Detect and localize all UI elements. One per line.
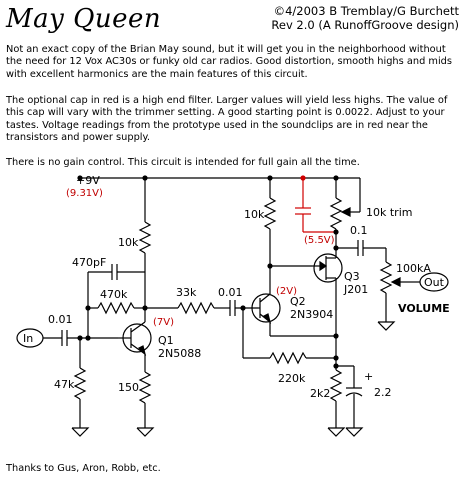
description-paragraph-3: There is no gain control. This circuit i… — [6, 157, 360, 168]
label-2-2: 2.2 — [374, 386, 392, 399]
credits: ©4/2003 B Tremblay/G Burchett Rev 2.0 (A… — [271, 4, 459, 32]
transistor-q3 — [312, 253, 343, 283]
label-plus: + — [364, 370, 373, 383]
resistor-10k-q2 — [263, 178, 312, 278]
label-10k-right: 10k — [244, 208, 265, 221]
cap-2-2uf — [345, 366, 364, 437]
description-paragraph-2: The optional cap in red is a high end fi… — [6, 95, 448, 143]
label-100ka: 100kA — [396, 262, 431, 275]
resistor-47k — [71, 338, 90, 437]
label-470pf: 470pF — [72, 256, 106, 269]
input-label: In — [23, 332, 33, 345]
transistor-q2 — [251, 278, 281, 336]
q3-part: J201 — [343, 283, 368, 296]
label-trim: 10k trim — [366, 206, 412, 219]
cap-470pf — [87, 264, 145, 308]
label-220k: 220k — [278, 372, 306, 385]
label-001-in: 0.01 — [48, 313, 73, 326]
revision-line: Rev 2.0 (A RunoffGroove design) — [271, 18, 459, 32]
resistor-10k-q1 — [138, 178, 152, 300]
q2-name: Q2 — [290, 295, 306, 308]
label-10k-left: 10k — [118, 236, 139, 249]
label-33k: 33k — [176, 286, 197, 299]
page-title: May Queen — [6, 4, 162, 34]
cap-0-1 — [333, 240, 386, 256]
supply-label: +9V — [76, 174, 100, 187]
q2-part: 2N3904 — [290, 308, 333, 321]
transistor-q1 — [118, 300, 152, 372]
q3-name: Q3 — [344, 270, 360, 283]
label-150: 150 — [118, 381, 139, 394]
q2-reading: (2V) — [276, 286, 297, 297]
trimmer-10k — [329, 175, 361, 254]
label-0-1: 0.1 — [350, 224, 368, 237]
q1-name: Q1 — [158, 334, 174, 347]
label-470k: 470k — [100, 288, 128, 301]
q1-part: 2N5088 — [158, 347, 201, 360]
supply-reading: (9.31V) — [66, 188, 103, 199]
copyright-line: ©4/2003 B Tremblay/G Burchett — [273, 4, 459, 18]
resistor-33k — [145, 300, 258, 316]
optional-cap-red — [295, 178, 336, 233]
input-jack — [16, 308, 118, 348]
output-label: Out — [424, 276, 445, 289]
resistor-2k2 — [327, 282, 354, 437]
label-001-mid: 0.01 — [218, 286, 243, 299]
label-47k: 47k — [54, 378, 75, 391]
q1-reading: (7V) — [153, 317, 174, 328]
label-volume: VOLUME — [398, 302, 450, 315]
resistor-470k — [85, 301, 148, 315]
footer-thanks: Thanks to Gus, Aron, Robb, etc. — [6, 463, 161, 474]
q3-reading: (5.5V) — [304, 235, 335, 246]
label-2k2: 2k2 — [310, 387, 330, 400]
resistor-150 — [136, 371, 155, 437]
output-jack — [419, 272, 449, 292]
description-paragraph-1: Not an exact copy of the Brian May sound… — [6, 44, 452, 80]
volume-pot — [377, 248, 420, 331]
